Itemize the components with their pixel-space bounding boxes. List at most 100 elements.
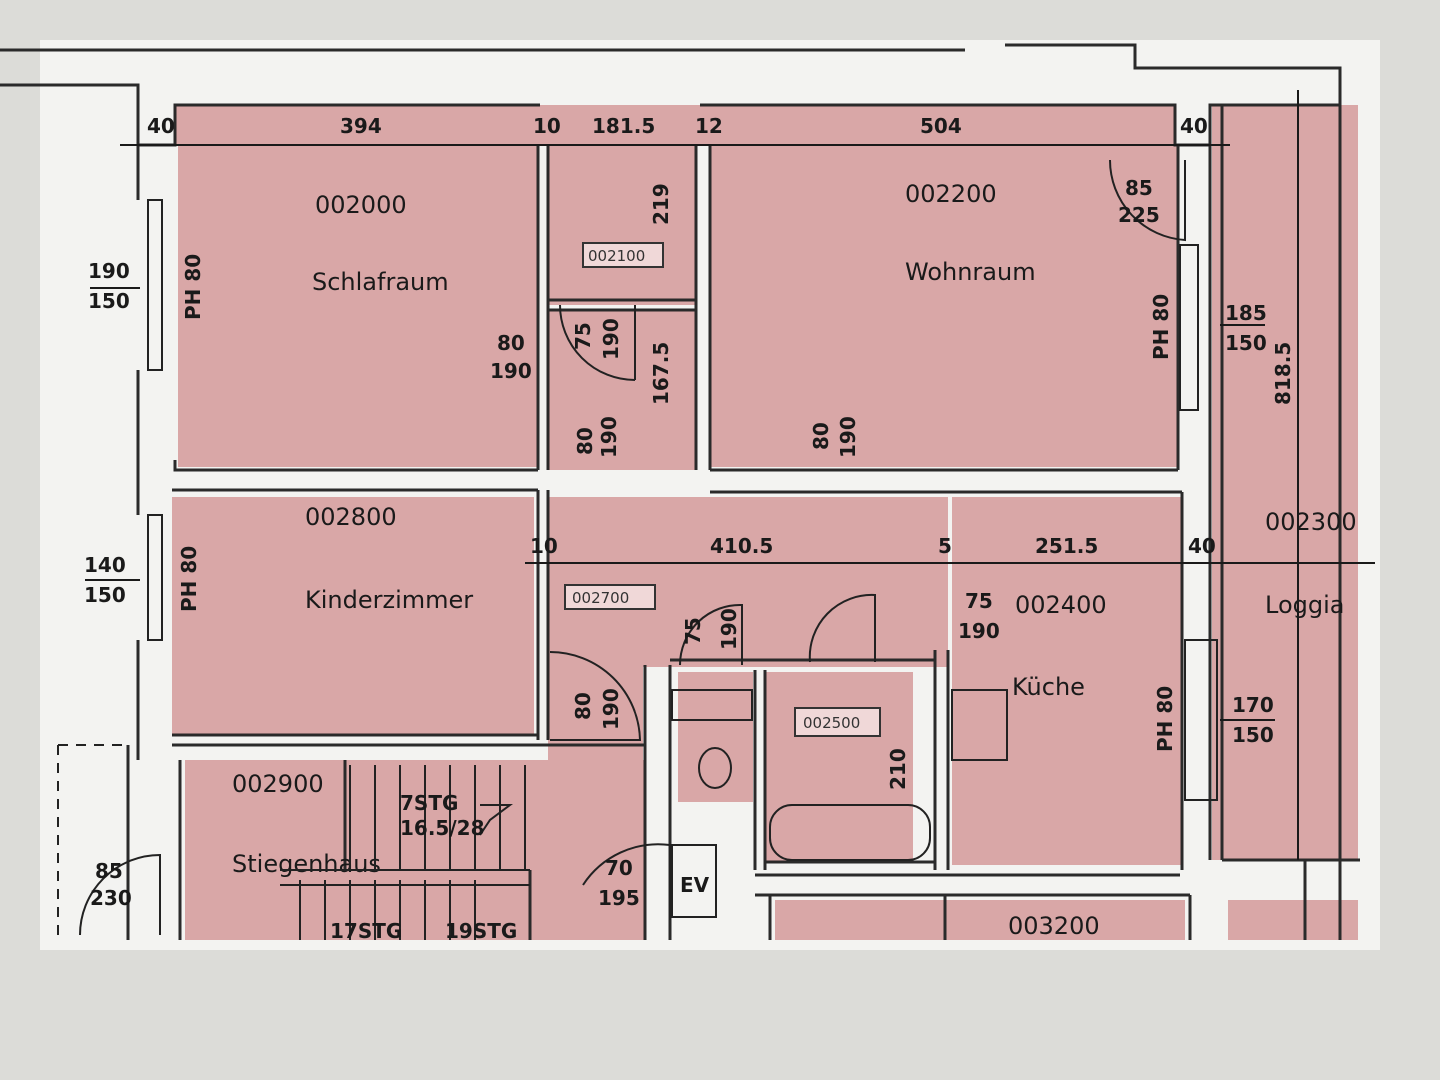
dim-right-top-a: 185	[1225, 301, 1267, 325]
stair-label-0: 7STG	[400, 791, 458, 815]
door-5-h: 190	[599, 688, 623, 730]
room-stiegenhaus	[185, 760, 645, 940]
dim-right-top-b: 150	[1225, 331, 1267, 355]
dim-top-0: 40	[147, 114, 175, 138]
windows	[147, 199, 1218, 801]
room-003200	[775, 900, 1185, 940]
wall-tag-2: PH 80	[1149, 294, 1173, 360]
stair-bottom-1: 19STG	[445, 919, 517, 943]
room-wohnraum	[710, 145, 1178, 467]
dim-top-4: 12	[695, 114, 723, 138]
room-code-002400: 002400	[1015, 591, 1107, 619]
door-6-h: 190	[958, 619, 1000, 643]
toilet-icon	[698, 747, 732, 789]
room-code-002800: 002800	[305, 503, 397, 531]
room-code-003200: 003200	[1008, 912, 1100, 940]
fixtures	[671, 689, 1008, 861]
bathtub-icon	[769, 804, 931, 861]
dimension-lines	[85, 90, 1375, 860]
room-bad	[765, 672, 913, 862]
dim-bath-219: 219	[649, 183, 673, 225]
door-7-w: 70	[605, 856, 633, 880]
stair-direction-arrow	[479, 804, 513, 836]
room-code-002900: 002900	[232, 770, 324, 798]
ev-label: EV	[680, 873, 710, 897]
dim-top-1: 394	[340, 114, 382, 138]
dim-top-5: 504	[920, 114, 962, 138]
room-kueche	[952, 497, 1182, 865]
dim-top-6: 40	[1180, 114, 1208, 138]
stair-label-1: 16.5/28	[400, 816, 484, 840]
door-9-w: 85	[1125, 176, 1153, 200]
door-1-w: 75	[571, 322, 595, 350]
room-code-002000: 002000	[315, 191, 407, 219]
wall-tag-3: PH 80	[1153, 686, 1177, 752]
sink-icon	[951, 689, 1008, 761]
dim-mid-1: 410.5	[710, 534, 773, 558]
staircase: 7STG 16.5/28 17STG 19STG	[280, 765, 530, 943]
room-hall-upper	[548, 310, 696, 470]
dim-left-mid-a: 140	[84, 553, 126, 577]
room-code-002700: 002700	[572, 589, 629, 607]
dim-left-top-b: 150	[88, 289, 130, 313]
room-code-002300: 002300	[1265, 508, 1357, 536]
room-name-loggia: Loggia	[1265, 591, 1344, 619]
room-label-box-002700	[564, 584, 656, 610]
room-schlafraum	[178, 145, 538, 467]
dashed-outline	[57, 744, 128, 940]
room-002100	[548, 145, 696, 305]
door-5-w: 80	[571, 692, 595, 720]
room-name-stiegenhaus: Stiegenhaus	[232, 850, 381, 878]
dim-left-top-a: 190	[88, 259, 130, 283]
door-0-w: 80	[497, 331, 525, 355]
door-9-h: 225	[1118, 203, 1160, 227]
top-wall-band	[175, 105, 1175, 145]
wc-cistern	[671, 689, 753, 721]
room-wc	[678, 672, 753, 802]
dim-top-2: 10	[533, 114, 561, 138]
door-2-w: 80	[573, 427, 597, 455]
door-1-h: 190	[599, 318, 623, 360]
door-7-h: 195	[598, 886, 640, 910]
dim-bath-167: 167.5	[649, 342, 673, 405]
dim-loggia-height: 818.5	[1271, 342, 1295, 405]
door-3-w: 80	[809, 422, 833, 450]
room-label-box-002500	[794, 707, 881, 737]
room-kinderzimmer	[172, 497, 534, 735]
door-swings	[79, 159, 1186, 936]
dim-left-mid-b: 150	[84, 583, 126, 607]
room-label-box-002100	[582, 242, 664, 268]
ev-box	[671, 844, 717, 918]
door-6-w: 75	[965, 589, 993, 613]
dim-mid-4: 40	[1188, 534, 1216, 558]
dim-mid-3: 251.5	[1035, 534, 1098, 558]
room-code-002100: 002100	[588, 247, 645, 265]
door-0-h: 190	[490, 359, 532, 383]
wall-tag-0: PH 80	[181, 254, 205, 320]
door-4-h: 190	[717, 608, 741, 650]
room-name-schlafraum: Schlafraum	[312, 268, 449, 296]
room-code-002200: 002200	[905, 180, 997, 208]
dim-top-3: 181.5	[592, 114, 655, 138]
dim-bath-210: 210	[886, 748, 910, 790]
stair-bottom-0: 17STG	[330, 919, 402, 943]
room-name-kueche: Küche	[1012, 673, 1085, 701]
room-loggia	[1212, 105, 1358, 860]
room-lower-right	[1228, 900, 1358, 940]
room-name-wohnraum: Wohnraum	[905, 258, 1036, 286]
door-2-h: 190	[597, 416, 621, 458]
dim-mid-2: 5	[938, 534, 952, 558]
door-8-h: 230	[90, 886, 132, 910]
door-labels: 80 190 75 190 80 190 80 190 75 190 80 19…	[90, 176, 1160, 910]
door-3-h: 190	[836, 416, 860, 458]
room-vorraum	[548, 497, 948, 667]
room-hall-lower	[548, 650, 643, 760]
door-4-w: 75	[681, 617, 705, 645]
wall-tag-1: PH 80	[177, 546, 201, 612]
door-8-w: 85	[95, 859, 123, 883]
room-name-kinderzimmer: Kinderzimmer	[305, 586, 473, 614]
dim-right-mid-b: 150	[1232, 723, 1274, 747]
dim-right-mid-a: 170	[1232, 693, 1274, 717]
room-code-002500: 002500	[803, 714, 860, 732]
